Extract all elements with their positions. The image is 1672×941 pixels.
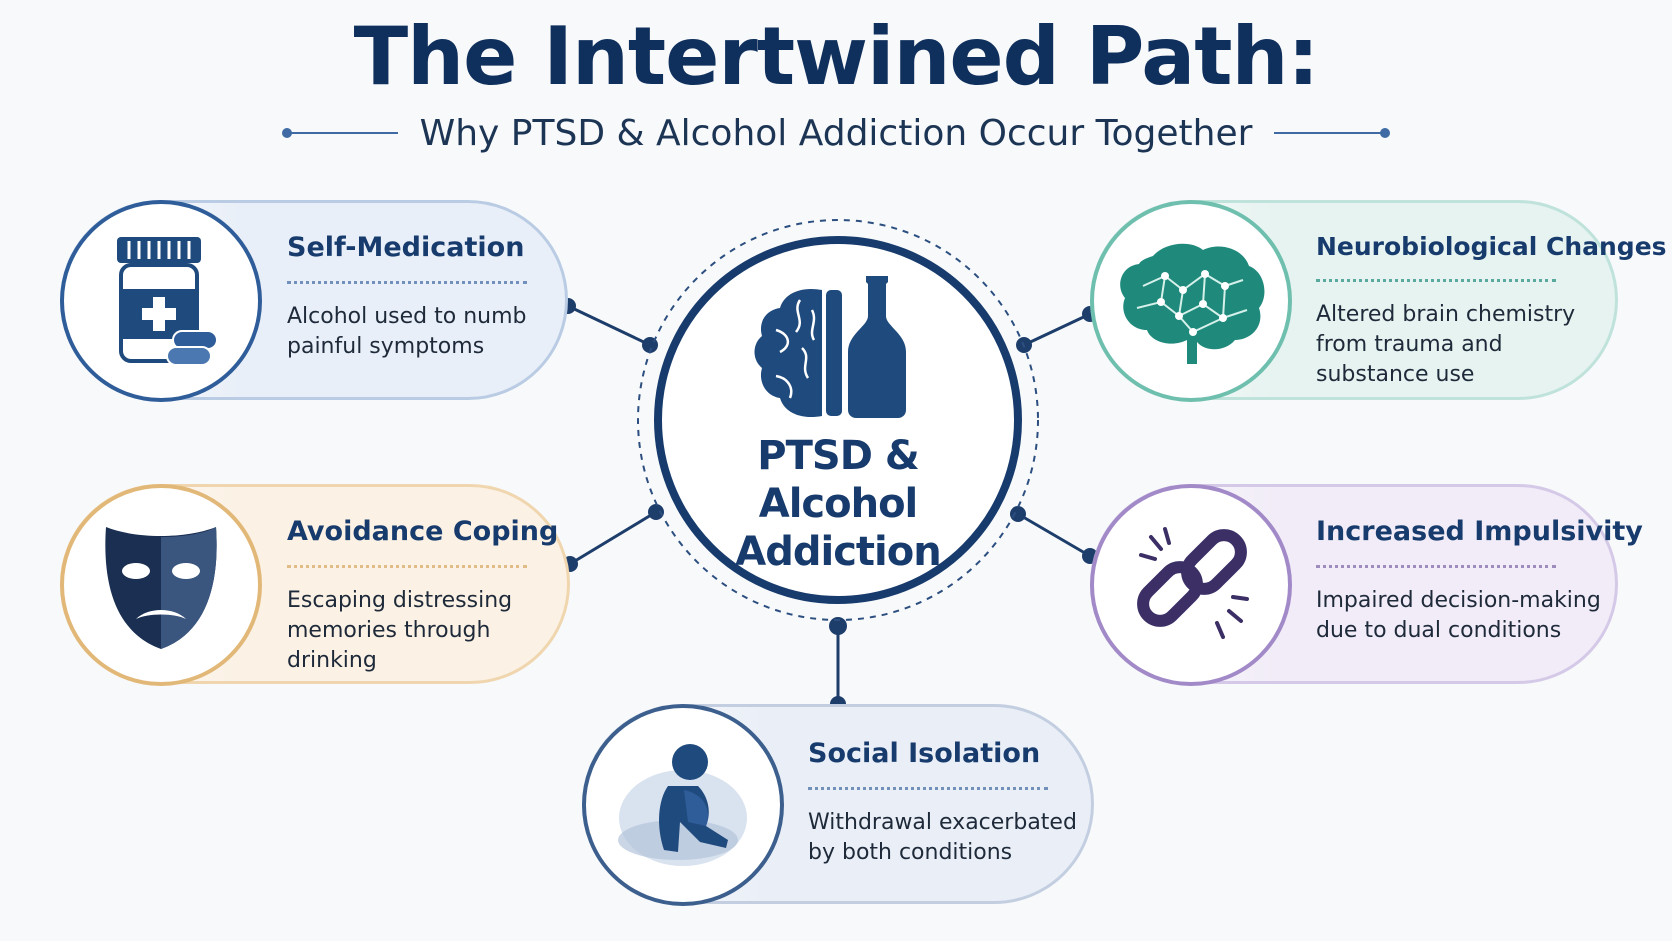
card-title: Self-Medication [287,232,525,263]
card-description: Alcohol used to numb painful symptoms [287,304,527,359]
page-subtitle: Why PTSD & Alcohol Addiction Occur Toget… [419,112,1253,154]
card-title: Avoidance Coping [287,516,559,547]
card-description: Withdrawal exacerbated by both condition… [808,810,1077,865]
center-brain-icon [754,288,842,418]
icon-circle-social-isolation [582,704,784,906]
subtitle-rule-left [281,128,398,138]
icon-circle-avoidance-coping [60,484,262,686]
center-dashed-ring [637,219,1039,621]
card-text-increased-impulsivity: Increased Impulsivity Impaired decision-… [1316,516,1643,646]
card-description: Impaired decision-making due to dual con… [1316,588,1601,643]
subtitle-rule-right [1274,128,1391,138]
card-title: Social Isolation [808,738,1041,769]
card-description: Altered brain chemistry from trauma and … [1316,302,1576,387]
medicine-bottle-icon [117,237,218,366]
connector-dot [829,617,847,635]
isolated-person-icon [618,744,747,866]
icon-circle-neurobiological-changes [1090,200,1292,402]
card-text-self-medication: Self-Medication Alcohol used to numb pai… [287,232,527,362]
icon-circle-self-medication [60,200,262,402]
card-description: Escaping distressing memories through dr… [287,588,513,673]
subtitle-row: Why PTSD & Alcohol Addiction Occur Toget… [0,108,1672,158]
card-divider [808,787,1048,790]
center-label-line2: Alcohol Addiction [735,481,941,575]
center-circle [654,236,1022,604]
card-text-avoidance-coping: Avoidance Coping Escaping distressing me… [287,516,558,676]
mask-icon [105,527,217,649]
card-divider [1316,565,1556,568]
brain-icon [1120,243,1265,364]
card-text-social-isolation: Social Isolation Withdrawal exacerbated … [808,738,1077,868]
card-text-neurobiological-changes: Neurobiological Changes Altered brain ch… [1316,232,1667,390]
card-title: Neurobiological Changes [1316,232,1667,261]
center-bottle-icon [848,276,906,418]
icon-circle-increased-impulsivity [1090,484,1292,686]
card-divider [287,281,527,284]
connector-dot [1010,506,1026,522]
broken-chain-icon [1137,527,1249,639]
connector-dot [648,504,664,520]
card-title: Increased Impulsivity [1316,516,1643,547]
card-divider [1316,279,1556,282]
center-label-line1: PTSD & [757,433,919,479]
card-divider [287,565,527,568]
page-title: The Intertwined Path: [353,10,1320,103]
